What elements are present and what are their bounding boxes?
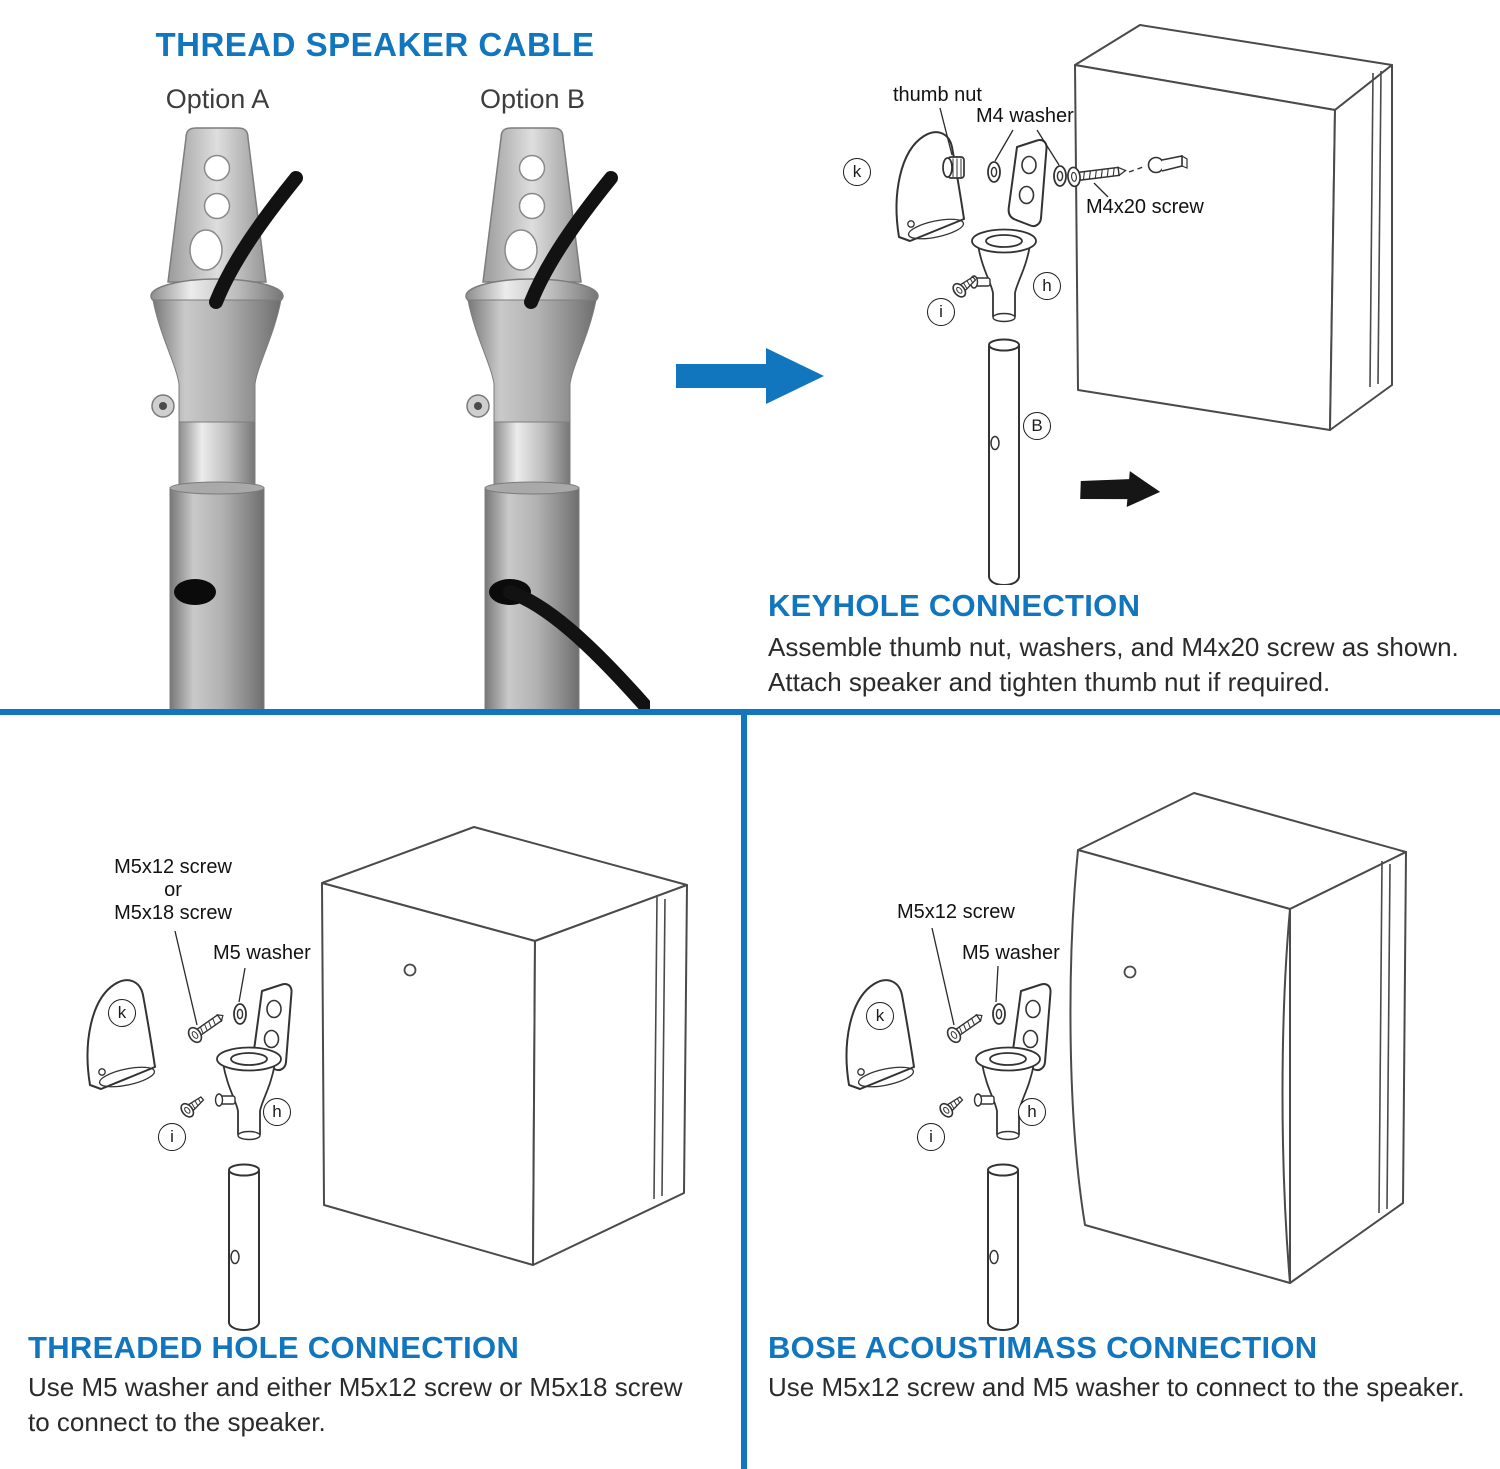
bracket-hole xyxy=(518,192,546,220)
callout-i: i xyxy=(158,1123,186,1151)
bracket-drawing xyxy=(1007,138,1048,228)
or-label: or xyxy=(164,879,182,901)
cable-hole xyxy=(174,579,216,605)
option-b-label: Option B xyxy=(479,84,586,114)
adapter-tube xyxy=(493,421,571,487)
thumb-nut-label: thumb nut xyxy=(893,84,982,106)
option-a-photo xyxy=(150,127,303,712)
cap-drawing xyxy=(86,979,158,1092)
cap-drawing xyxy=(895,131,967,244)
callout-i: i xyxy=(917,1123,945,1151)
m5-washer-label: M5 washer xyxy=(962,942,1060,964)
keyhole-description-line: Assemble thumb nut, washers, and M4x20 s… xyxy=(768,632,1459,662)
washer-drawing xyxy=(1053,165,1067,187)
bose-diagram xyxy=(770,792,1407,1345)
section-divider-horizontal xyxy=(0,709,1500,715)
callout-h: h xyxy=(263,1098,291,1126)
leader-lines xyxy=(174,930,246,1026)
threaded-hole xyxy=(1123,965,1137,979)
section-divider-vertical xyxy=(741,709,747,1469)
mount-assembly-drawing xyxy=(86,979,293,1332)
m5-washer-label: M5 washer xyxy=(213,942,311,964)
pole-drawing xyxy=(228,1163,260,1332)
thumb-nut-drawing xyxy=(942,156,965,179)
threaded-hole-diagram xyxy=(86,826,688,1332)
m5-screw-drawing xyxy=(187,1013,224,1044)
threaded-hole-description-line: to connect to the speaker. xyxy=(28,1407,326,1437)
speaker-box-drawing xyxy=(321,826,688,1266)
callout-h: h xyxy=(1033,272,1061,300)
speaker-cable xyxy=(524,171,618,309)
bracket-slot xyxy=(504,229,538,271)
bracket-hole xyxy=(518,154,546,182)
cone-mount-drawing xyxy=(969,228,1037,323)
m5x12-screw-label: M5x12 screw xyxy=(114,856,232,878)
bose-title: BOSE ACOUSTIMASS CONNECTION xyxy=(768,1330,1318,1365)
alignment-dash-line xyxy=(1128,165,1147,173)
threaded-hole xyxy=(403,963,417,977)
bose-description-line: Use M5x12 screw and M5 washer to connect… xyxy=(768,1372,1465,1402)
callout-b: B xyxy=(1023,412,1051,440)
bracket-hole xyxy=(203,154,231,182)
m4x20-screw-label: M4x20 screw xyxy=(1086,196,1204,218)
m5x12-screw-label: M5x12 screw xyxy=(897,901,1015,923)
cone-mount-drawing xyxy=(214,1046,282,1141)
mount-assembly-drawing xyxy=(847,980,1051,1330)
callout-k: k xyxy=(866,1002,894,1030)
washer-drawing xyxy=(987,161,1001,183)
page-title: THREAD SPEAKER CABLE xyxy=(155,26,595,63)
callout-k: k xyxy=(843,158,871,186)
small-screw-drawing xyxy=(177,1091,208,1121)
speaker-cable xyxy=(209,171,303,309)
leader-lines xyxy=(939,107,1109,198)
option-a-label: Option A xyxy=(165,84,270,114)
pole-drawing xyxy=(988,338,1020,585)
keyhole-title: KEYHOLE CONNECTION xyxy=(768,588,1141,623)
option-b-photo xyxy=(465,127,650,712)
callout-h: h xyxy=(1018,1098,1046,1126)
callout-i: i xyxy=(927,298,955,326)
keyhole-description-line: Attach speaker and tighten thumb nut if … xyxy=(768,667,1331,697)
keyhole-slot-drawing xyxy=(1147,154,1188,174)
speaker-mount-photo xyxy=(465,127,650,712)
threaded-hole-title: THREADED HOLE CONNECTION xyxy=(28,1330,520,1365)
leader-lines xyxy=(931,927,999,1026)
speaker-box-drawing xyxy=(1074,24,1393,431)
m4-washer-label: M4 washer xyxy=(976,105,1074,127)
speaker-box-drawing xyxy=(1069,792,1407,1284)
washer-drawing xyxy=(233,1003,247,1025)
bracket-slot xyxy=(189,229,223,271)
m4x20-screw-drawing xyxy=(1067,166,1127,188)
m5x18-screw-label: M5x18 screw xyxy=(114,902,232,924)
callout-k: k xyxy=(108,999,136,1027)
speaker-cable-exit xyxy=(503,585,650,712)
speaker-mount-photo xyxy=(150,127,303,712)
m5-screw-options-label: M5x12 screw or M5x18 screw xyxy=(100,856,246,925)
flow-arrow-icon xyxy=(676,348,824,404)
threaded-hole-description-line: Use M5 washer and either M5x12 screw or … xyxy=(28,1372,683,1402)
bracket-hole xyxy=(203,192,231,220)
insert-arrow-icon xyxy=(1080,471,1161,508)
keyhole-diagram xyxy=(895,24,1393,585)
adapter-tube xyxy=(178,421,256,487)
